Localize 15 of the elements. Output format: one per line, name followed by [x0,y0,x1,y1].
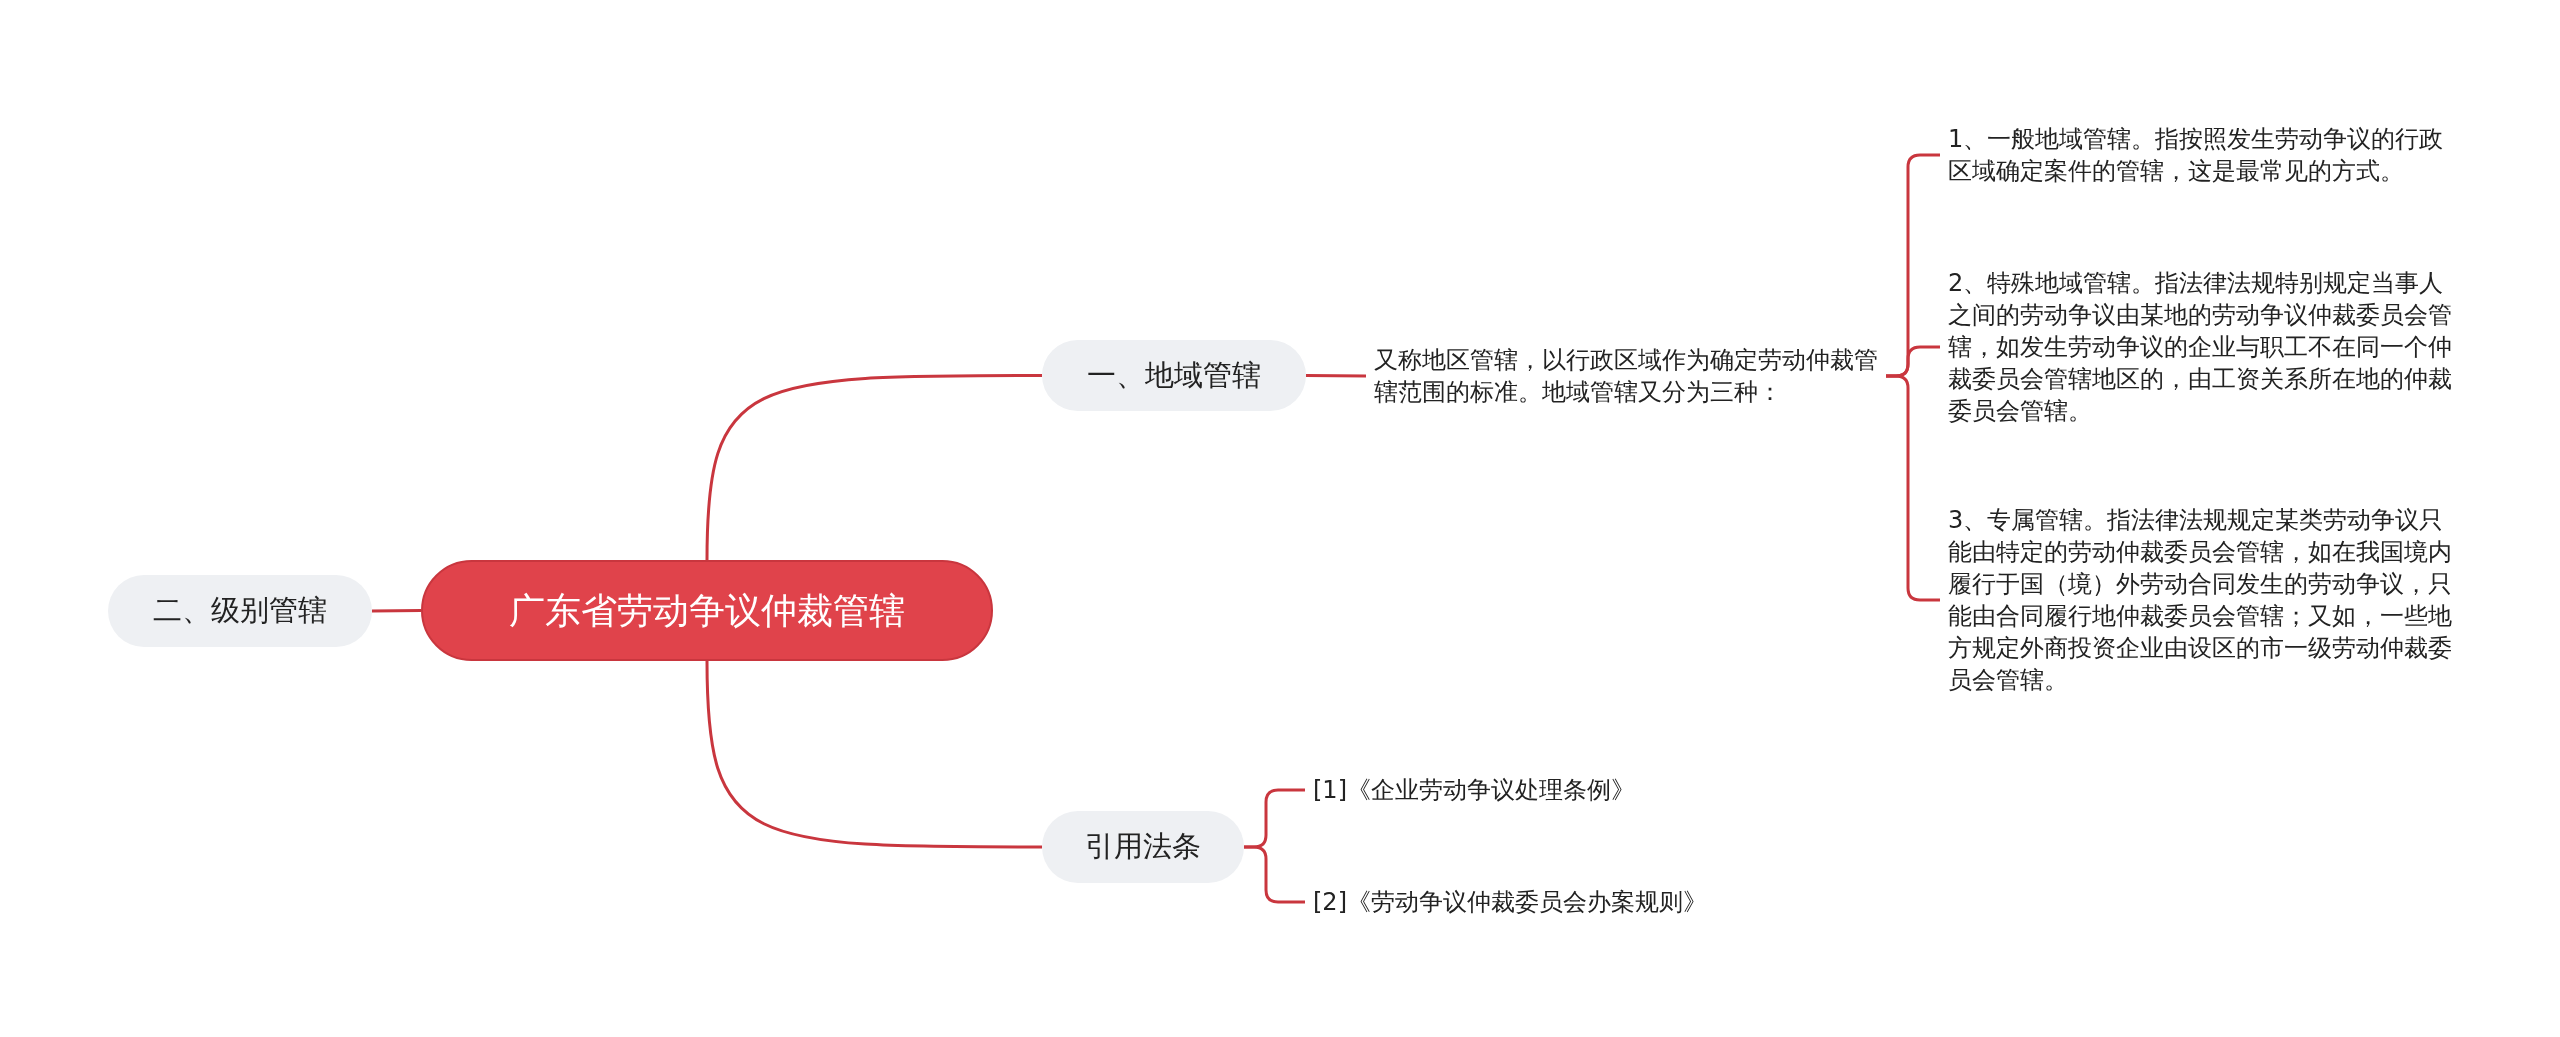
connector-line [705,374,1042,561]
topic-node: 二、级别管辖 [108,575,372,647]
note-text: 2、特殊地域管辖。指法律法规特别规定当事人之间的劳动争议由某地的劳动争议仲裁委员会管辖，如发生劳动争议的企业与职工不在同一个仲裁委员会管辖地区的，由工资关系所在地的仲裁委员会管辖。 [1948,268,2453,427]
note-text: 又称地区管辖，以行政区域作为确定劳动仲裁管辖范围的标准。地域管辖又分为三种： [1374,345,1878,408]
note-text: [1]《企业劳动争议处理条例》 [1313,775,1635,806]
connector-line [705,660,1042,849]
note-text: 3、专属管辖。指法律法规规定某类劳动争议只能由特定的劳动仲裁委员会管辖，如在我国境内履行于国（境）外劳动合同发生的劳动争议，只能由合同履行地仲裁委员会管辖；又如，一些地方规定外商投资企业由设区的市一级劳动仲裁委员会管辖。 [1948,505,2453,696]
central-topic: 广东省劳动争议仲裁管辖 [421,560,993,661]
connector-line [372,609,421,613]
note-text: [2]《劳动争议仲裁委员会办案规则》 [1313,887,1707,918]
topic-node: 引用法条 [1042,811,1244,883]
connector-line [1306,374,1366,378]
note-text: 1、一般地域管辖。指按照发生劳动争议的行政区域确定案件的管辖，这是最常见的方式。 [1948,124,2445,187]
topic-node: 一、地域管辖 [1042,340,1306,411]
connector-line [1244,845,1305,904]
